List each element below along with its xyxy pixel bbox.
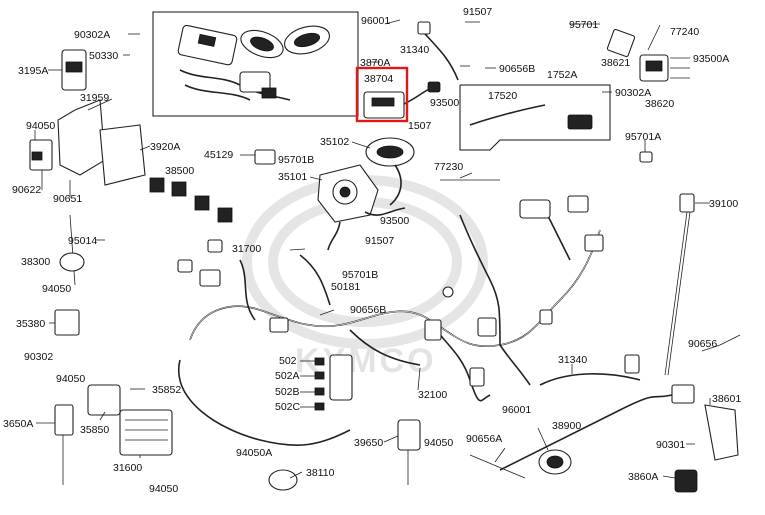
- left-side-parts: [29, 49, 276, 485]
- label-3920a: 3920A: [150, 141, 180, 153]
- label-38704: 38704: [364, 73, 393, 85]
- label-17520: 17520: [488, 90, 517, 102]
- label-1507: 1507: [408, 120, 432, 132]
- inset-box-3870a: [152, 11, 359, 117]
- label-35850: 35850: [80, 424, 109, 436]
- label-95701b-a: 95701B: [278, 154, 314, 166]
- label-3650a: 3650A: [3, 418, 33, 430]
- label-91507-mid: 91507: [365, 235, 394, 247]
- top-right-parts: [417, 21, 690, 181]
- label-91507-top: 91507: [463, 6, 492, 18]
- label-90622: 90622: [12, 184, 41, 196]
- label-38620: 38620: [645, 98, 674, 110]
- label-50330: 50330: [89, 50, 118, 62]
- label-90656: 90656: [688, 338, 717, 350]
- label-95701b-mid: 95701B: [342, 269, 378, 281]
- leader-lines: [34, 19, 721, 479]
- label-94050-a: 94050: [26, 120, 55, 132]
- label-35102: 35102: [320, 136, 349, 148]
- label-1752a: 1752A: [547, 69, 577, 81]
- label-90302a-top: 90302A: [74, 29, 110, 41]
- label-77240: 77240: [670, 26, 699, 38]
- label-31340-top: 31340: [400, 44, 429, 56]
- part-38704-module: [363, 81, 441, 119]
- label-38601: 38601: [712, 393, 741, 405]
- label-90301: 90301: [656, 439, 685, 451]
- label-90656b-mid: 90656B: [350, 304, 386, 316]
- label-31959: 31959: [80, 92, 109, 104]
- label-93500a: 93500A: [693, 53, 729, 65]
- highlight-box-38704: [355, 66, 409, 123]
- label-95014: 95014: [68, 235, 97, 247]
- label-45129: 45129: [204, 149, 233, 161]
- label-94050-c: 94050: [56, 373, 85, 385]
- label-95701-top: 95701: [569, 19, 598, 31]
- right-side-parts: [469, 193, 741, 493]
- label-90302-left: 90302: [24, 351, 53, 363]
- bottom-centre-parts: [268, 419, 421, 491]
- label-35852: 35852: [152, 384, 181, 396]
- label-35380: 35380: [16, 318, 45, 330]
- label-90656a: 90656A: [466, 433, 502, 445]
- label-3860a: 3860A: [628, 471, 658, 483]
- ignition-switch-assembly: [317, 137, 415, 251]
- label-94050-d: 94050: [149, 483, 178, 495]
- label-3195a: 3195A: [18, 65, 48, 77]
- label-93500-top: 93500: [430, 97, 459, 109]
- relay-set-502: [314, 357, 325, 411]
- label-31700: 31700: [232, 243, 261, 255]
- label-96001-bottom: 96001: [502, 404, 531, 416]
- label-502a: 502A: [275, 370, 300, 382]
- inset-box-1752a: [459, 84, 611, 151]
- label-502b: 502B: [275, 386, 300, 398]
- label-50181: 50181: [331, 281, 360, 293]
- label-38300: 38300: [21, 256, 50, 268]
- label-77230: 77230: [434, 161, 463, 173]
- label-31340-bottom: 31340: [558, 354, 587, 366]
- label-94050-b: 94050: [42, 283, 71, 295]
- label-93500-mid: 93500: [380, 215, 409, 227]
- main-wiring-harness: [177, 195, 604, 446]
- key-fob-set: [177, 24, 331, 101]
- label-90302a-right: 90302A: [615, 87, 651, 99]
- label-94050-e: 94050: [424, 437, 453, 449]
- part-labels: 90302A 50330 3195A 31959 94050 90622 906…: [3, 6, 741, 495]
- label-35101: 35101: [278, 171, 307, 183]
- label-90651: 90651: [53, 193, 82, 205]
- label-38500: 38500: [165, 165, 194, 177]
- label-90656b-top: 90656B: [499, 63, 535, 75]
- label-94050a: 94050A: [236, 447, 272, 459]
- label-39100: 39100: [709, 198, 738, 210]
- label-38621: 38621: [601, 57, 630, 69]
- label-502c: 502C: [275, 401, 301, 413]
- label-95701a: 95701A: [625, 131, 661, 143]
- label-3870a: 3870A: [360, 57, 390, 69]
- label-502: 502: [279, 355, 297, 367]
- label-39650: 39650: [354, 437, 383, 449]
- label-32100: 32100: [418, 389, 447, 401]
- label-96001-top: 96001: [361, 15, 390, 27]
- label-38110: 38110: [306, 467, 335, 479]
- label-31600: 31600: [113, 462, 142, 474]
- label-38900: 38900: [552, 420, 581, 432]
